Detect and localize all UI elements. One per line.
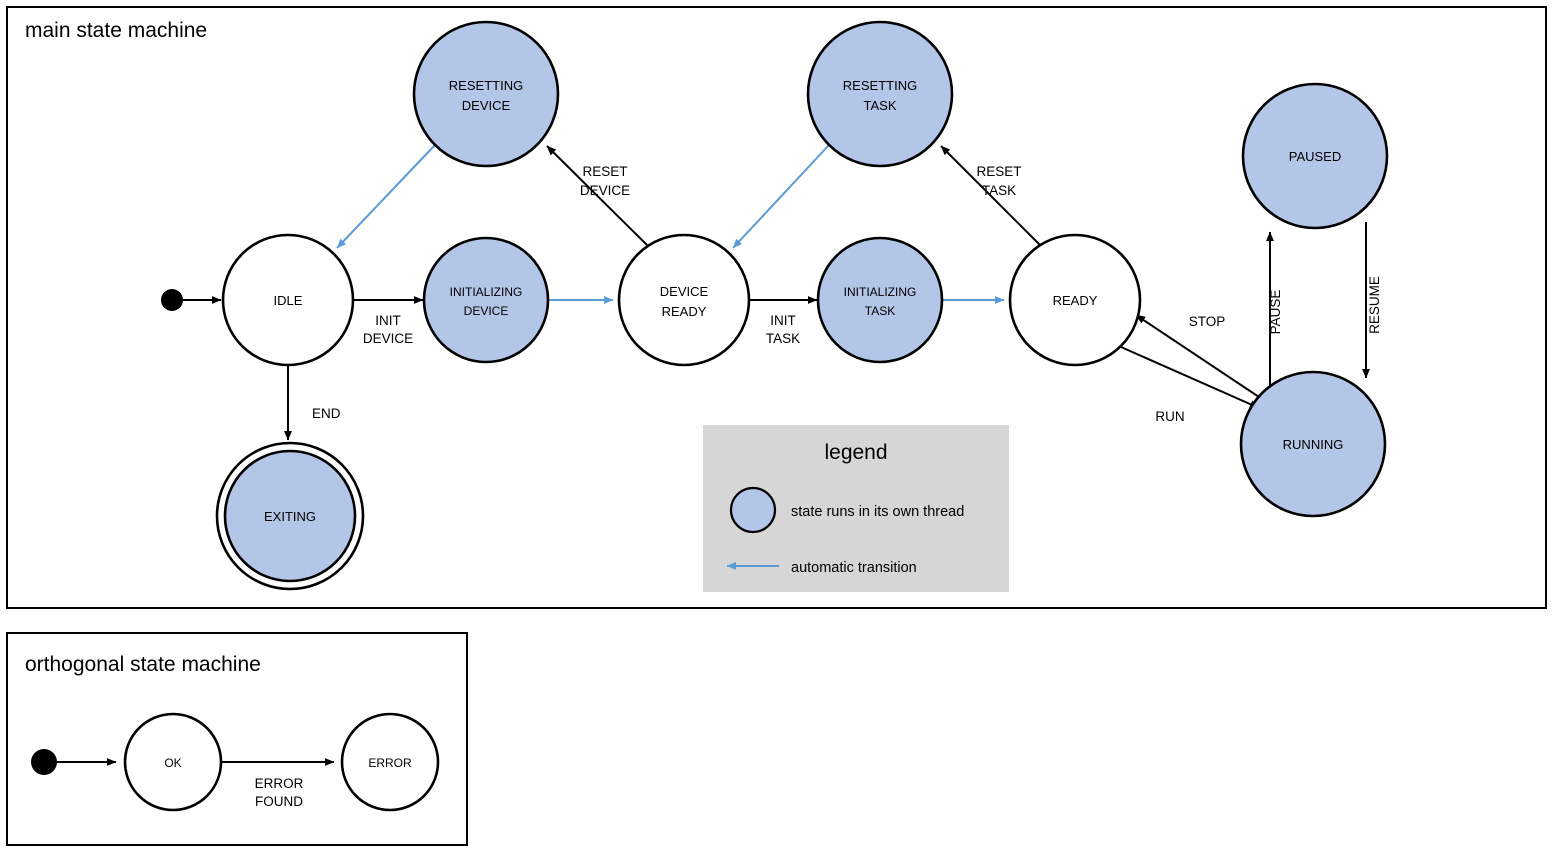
transition-label-error-found-2: FOUND <box>255 794 303 809</box>
state-label-initializing-task-1: INITIALIZING <box>844 285 917 299</box>
transition-label-reset-task-1: RESET <box>976 164 1021 179</box>
transition-running-to-ready <box>1135 314 1260 398</box>
state-device-ready[interactable] <box>617 233 751 367</box>
state-error[interactable] <box>340 712 440 812</box>
transition-label-reset-task-2: TASK <box>982 183 1016 198</box>
transition-ready-to-running <box>1120 346 1260 409</box>
transition-device-ready-to-resetting-device <box>546 145 648 246</box>
state-label-resetting-device-2: DEVICE <box>462 98 511 113</box>
transition-label-run: RUN <box>1155 409 1184 424</box>
state-resetting-device[interactable] <box>412 20 560 168</box>
state-label-device-ready-1: DEVICE <box>660 284 709 299</box>
transition-label-pause: PAUSE <box>1268 290 1283 335</box>
state-label-ok: OK <box>164 756 181 770</box>
state-label-device-ready-2: READY <box>662 304 707 319</box>
legend-thread-state-icon <box>729 486 777 534</box>
transition-label-init-device-1: INIT <box>375 313 401 328</box>
state-label-resetting-device-1: RESETTING <box>449 78 523 93</box>
transition-label-error-found-1: ERROR <box>255 776 304 791</box>
state-label-initializing-device-2: DEVICE <box>464 304 509 318</box>
transition-label-reset-device-2: DEVICE <box>580 183 630 198</box>
state-exiting[interactable] <box>223 449 357 583</box>
state-ok[interactable] <box>123 712 223 812</box>
state-label-initializing-device-1: INITIALIZING <box>450 285 523 299</box>
state-running[interactable] <box>1239 370 1387 518</box>
state-label-paused: PAUSED <box>1289 149 1342 164</box>
state-label-error: ERROR <box>368 756 412 770</box>
main-frame-title: main state machine <box>25 19 207 42</box>
state-initializing-device[interactable] <box>422 236 550 364</box>
state-paused[interactable] <box>1241 82 1389 230</box>
state-label-initializing-task-2: TASK <box>865 304 895 318</box>
transition-label-resume: RESUME <box>1367 276 1382 334</box>
state-label-exiting: EXITING <box>264 509 316 524</box>
state-label-resetting-task-1: RESETTING <box>843 78 917 93</box>
state-label-ready: READY <box>1053 293 1098 308</box>
transition-label-init-task-2: TASK <box>766 331 800 346</box>
orthogonal-frame-title: orthogonal state machine <box>25 653 261 676</box>
state-ready[interactable] <box>1008 233 1142 367</box>
state-label-running: RUNNING <box>1283 437 1344 452</box>
state-label-idle: IDLE <box>274 293 303 308</box>
start-node-main <box>161 289 183 311</box>
legend-item-thread-label: state runs in its own thread <box>791 504 964 520</box>
transition-label-stop: STOP <box>1189 314 1226 329</box>
transition-resetting-device-to-idle <box>336 144 436 249</box>
state-exiting-outer-ring <box>215 441 365 591</box>
transition-label-init-task-1: INIT <box>770 313 796 328</box>
state-resetting-task[interactable] <box>806 20 954 168</box>
state-idle[interactable] <box>221 233 355 367</box>
state-label-resetting-task-2: TASK <box>864 98 897 113</box>
transition-label-init-device-2: DEVICE <box>363 331 413 346</box>
start-node-orthogonal <box>31 749 57 775</box>
state-initializing-task[interactable] <box>816 236 944 364</box>
transition-ready-to-resetting-task <box>940 145 1041 246</box>
legend-item-auto-label: automatic transition <box>791 560 917 576</box>
transition-label-end: END <box>312 406 341 421</box>
legend-title: legend <box>824 441 887 464</box>
transition-label-reset-device-1: RESET <box>582 164 627 179</box>
transition-resetting-task-to-device-ready <box>732 144 830 249</box>
